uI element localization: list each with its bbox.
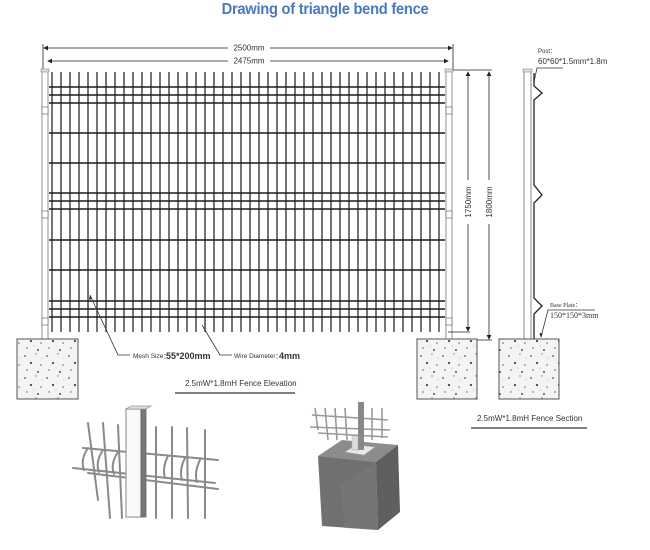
post-label: Post： xyxy=(538,49,556,55)
base-plate-concrete-3d xyxy=(309,402,400,530)
panel-section-bends xyxy=(533,73,543,340)
wire-diameter-label: Wire Diameter： xyxy=(234,353,282,360)
mesh-size-leader xyxy=(89,294,130,356)
section-caption: 2.5mW*1.8mH Fence Section xyxy=(477,414,582,423)
right-concrete-footing xyxy=(416,338,478,400)
section-concrete-footing xyxy=(498,338,560,400)
fence-elevation: 2500mm 2475mm xyxy=(16,42,494,400)
post-spec: 60*60*1.5mm*1.8m xyxy=(538,57,608,66)
mesh-vertical-wires xyxy=(51,72,440,332)
page-title: Drawing of triangle bend fence xyxy=(221,1,429,18)
base-plate-label: Base Plate： xyxy=(550,303,581,309)
fence-post-clip-3d xyxy=(72,405,219,519)
elevation-caption: 2.5mW*1.8mH Fence Elevation xyxy=(185,379,297,388)
left-concrete-footing xyxy=(16,338,79,400)
left-post xyxy=(40,68,50,341)
mesh-size-label: Mesh Size： xyxy=(133,353,170,360)
right-post xyxy=(444,68,454,341)
overall-width-label: 2500mm xyxy=(233,44,264,53)
overall-height-label: 1800mm xyxy=(485,186,494,217)
mesh-size-value: 55*200mm xyxy=(166,351,211,361)
base-plate-spec: 150*150*3mm xyxy=(550,311,599,320)
mesh-horizontal-wires xyxy=(49,86,445,318)
fence-section: Post： 60*60*1.5mm*1.8m Base Plate： 150*1… xyxy=(471,49,608,429)
panel-width-label: 2475mm xyxy=(233,57,264,66)
panel-height-label: 1750mm xyxy=(464,186,473,217)
wire-diameter-leader xyxy=(201,324,232,356)
wire-diameter-value: 4mm xyxy=(279,351,300,361)
